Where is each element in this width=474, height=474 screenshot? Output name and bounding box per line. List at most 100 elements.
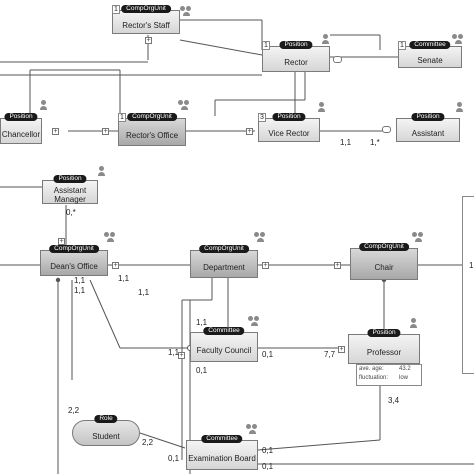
node-label: Senate xyxy=(417,55,443,65)
count-badge: 1 xyxy=(262,41,270,50)
chancellor-node[interactable]: Position Chancellor xyxy=(0,113,42,144)
node-type-tag: CompOrgUnit xyxy=(199,245,249,253)
node-type-tag: Position xyxy=(4,113,38,121)
department-node[interactable]: CompOrgUnit Department xyxy=(190,245,258,278)
vice-rector-node[interactable]: Position 3 Vice Rector xyxy=(258,113,320,142)
multiplicity-label: 0,1 xyxy=(262,446,274,455)
stat-value: 43.2 xyxy=(399,366,411,372)
multiplicity-label: 1,1 xyxy=(168,348,180,357)
stat-value: low xyxy=(399,375,409,381)
node-type-tag: Position xyxy=(411,113,445,121)
person-icon xyxy=(96,166,112,176)
chair-node[interactable]: CompOrgUnit Chair xyxy=(350,243,418,280)
comment-icon[interactable] xyxy=(382,126,391,133)
comment-icon[interactable] xyxy=(333,56,342,63)
multiplicity-label: 0,* xyxy=(66,208,76,217)
rector-node[interactable]: Position 1 Rector xyxy=(262,41,330,72)
node-label: Faculty Council xyxy=(196,345,252,355)
node-type-tag: Position xyxy=(367,329,401,337)
student-node[interactable]: Role Student xyxy=(72,415,140,446)
node-label: Rector's Office xyxy=(125,130,179,140)
expand-icon[interactable]: + xyxy=(112,262,119,269)
multiplicity-label: 1,1 xyxy=(74,276,86,285)
senate-node[interactable]: Committee 1 Senate xyxy=(398,41,462,68)
node-label: Assistant xyxy=(411,128,445,138)
expand-icon[interactable]: + xyxy=(52,128,59,135)
multiplicity-label: 1 xyxy=(469,261,474,270)
people-icon xyxy=(412,232,428,242)
node-label: Chancellor xyxy=(1,129,41,139)
node-type-tag: Committee xyxy=(409,41,451,49)
stat-label: ave. age: xyxy=(359,366,384,372)
multiplicity-label: 0,1 xyxy=(168,454,180,463)
connector xyxy=(89,279,121,349)
count-badge: 1 xyxy=(398,41,406,50)
node-type-tag: Committee xyxy=(201,435,243,443)
multiplicity-label: 7,7 xyxy=(324,350,336,359)
multiplicity-label: 2,2 xyxy=(142,438,154,447)
node-label: Professor xyxy=(366,347,402,357)
connector xyxy=(139,432,186,449)
examination-board-node[interactable]: Committee Examination Board xyxy=(186,435,258,470)
node-type-tag: Committee xyxy=(203,327,245,335)
node-type-tag: Position xyxy=(279,41,313,49)
rectors-office-node[interactable]: CompOrgUnit 1 Rector's Office xyxy=(118,113,186,146)
professor-node[interactable]: Position Professor xyxy=(348,329,420,364)
rectors-staff-node[interactable]: CompOrgUnit 1 Rector's Staff xyxy=(112,5,180,34)
expand-icon[interactable]: + xyxy=(338,346,345,353)
multiplicity-label: 2,2 xyxy=(68,406,80,415)
person-icon xyxy=(316,102,332,112)
person-icon xyxy=(38,100,54,110)
professor-stats-panel: ave. age: 43.2 fluctuation: low xyxy=(356,364,422,386)
expand-icon[interactable]: + xyxy=(145,37,152,44)
node-type-tag: CompOrgUnit xyxy=(127,113,177,121)
deans-office-node[interactable]: CompOrgUnit Dean's Office xyxy=(40,245,108,276)
expand-icon[interactable]: + xyxy=(58,238,65,245)
faculty-council-node[interactable]: Committee Faculty Council xyxy=(190,327,258,362)
people-icon xyxy=(104,232,120,242)
node-type-tag: CompOrgUnit xyxy=(49,245,99,253)
assistant-manager-node[interactable]: Position Assistant Manager xyxy=(42,175,98,204)
people-icon xyxy=(180,6,196,16)
node-type-tag: Position xyxy=(53,175,87,183)
node-label: Rector's Staff xyxy=(122,20,170,30)
partial-node-right: 1 xyxy=(462,196,474,374)
people-icon xyxy=(178,100,194,110)
connector xyxy=(179,39,263,56)
assistant-node[interactable]: Position Assistant xyxy=(396,113,460,142)
node-label: Dean's Office xyxy=(50,261,98,271)
node-label: Department xyxy=(203,262,245,272)
expand-icon[interactable]: + xyxy=(262,262,269,269)
multiplicity-label: 1,1 xyxy=(340,138,352,147)
node-type-tag: Position xyxy=(272,113,306,121)
node-label: Vice Rector xyxy=(268,128,310,138)
people-icon xyxy=(246,424,262,434)
node-label: Examination Board xyxy=(188,453,256,463)
expand-icon[interactable]: + xyxy=(246,128,253,135)
multiplicity-label: 0,1 xyxy=(262,462,274,471)
node-type-tag: CompOrgUnit xyxy=(359,243,409,251)
multiplicity-label: 0,1 xyxy=(196,366,208,375)
stat-label: fluctuation: xyxy=(359,375,389,381)
expand-icon[interactable]: + xyxy=(178,352,185,359)
multiplicity-label: 1,1 xyxy=(118,274,130,283)
multiplicity-label: 1,* xyxy=(370,138,380,147)
multiplicity-label: 3,4 xyxy=(388,396,400,405)
people-icon xyxy=(248,316,264,326)
node-label: Student xyxy=(92,431,120,441)
multiplicity-label: 1,1 xyxy=(138,288,150,297)
people-icon xyxy=(254,232,270,242)
person-icon xyxy=(408,318,424,328)
connector xyxy=(257,439,381,451)
person-icon xyxy=(454,102,470,112)
expand-icon[interactable]: + xyxy=(334,262,341,269)
multiplicity-label: 1,1 xyxy=(196,318,208,327)
count-badge: 3 xyxy=(258,113,266,122)
multiplicity-label: 1,1 xyxy=(74,286,86,295)
expand-icon[interactable]: + xyxy=(102,128,109,135)
count-badge: 1 xyxy=(118,113,126,122)
people-icon xyxy=(452,34,468,44)
node-label: Chair xyxy=(374,262,394,272)
connector-dot xyxy=(55,277,61,283)
